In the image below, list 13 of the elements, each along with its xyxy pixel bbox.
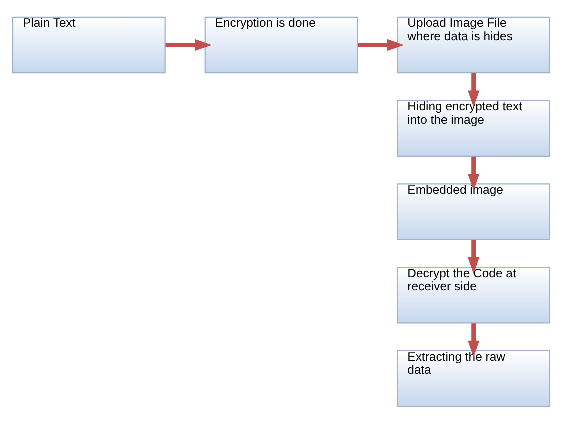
arrow bbox=[166, 38, 212, 51]
arrow bbox=[468, 156, 480, 190]
node-box: Decrypt the Code at receiver side bbox=[397, 266, 551, 324]
arrow bbox=[468, 323, 480, 358]
node-box: Plain Text bbox=[12, 16, 166, 74]
arrow bbox=[468, 240, 480, 274]
node-box: Encryption is done bbox=[204, 16, 358, 74]
node-box: Hiding encrypted text into the image bbox=[397, 100, 551, 156]
arrow bbox=[358, 38, 404, 51]
node-box: Embedded image bbox=[397, 183, 551, 240]
node-box: Upload Image File where data is hides bbox=[397, 16, 551, 74]
arrow bbox=[468, 72, 480, 107]
node-box: Extracting the raw data bbox=[397, 350, 551, 407]
